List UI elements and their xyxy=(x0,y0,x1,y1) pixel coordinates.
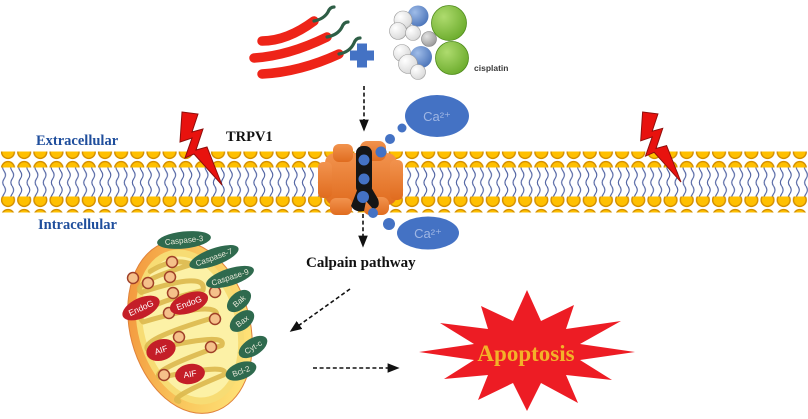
starburst-icon xyxy=(419,290,635,411)
protein-oval-endog-2: EndoG xyxy=(169,291,209,315)
calcium-extracellular-text: Ca²⁺ xyxy=(423,109,451,124)
trpv1-receptor-label: TRPV1 xyxy=(226,129,273,145)
cell-membrane xyxy=(0,151,808,213)
chili-peppers-icon xyxy=(249,5,362,79)
protein-oval-cytc: Cyt-c xyxy=(238,335,268,359)
arrow-calpain-to-mitochondria xyxy=(289,288,351,332)
protein-oval-caspase-3: Caspase-3 xyxy=(157,231,211,249)
extracellular-label: Extracellular xyxy=(36,133,119,149)
cisplatin-molecule-icon xyxy=(389,5,469,80)
channel-pore xyxy=(351,146,379,212)
protein-oval-bak: Bak xyxy=(226,289,252,313)
caspase-3-label: Caspase-3 xyxy=(164,234,204,247)
plus-icon xyxy=(350,43,374,68)
mitochondria: EndoG EndoG AIF AIF Caspase-3 Caspase-7 … xyxy=(122,231,268,414)
cisplatin-label: cisplatin xyxy=(474,63,508,73)
lipid-tails xyxy=(0,166,808,197)
calcium-intracellular-oval xyxy=(397,216,459,250)
aif-2-label: AIF xyxy=(183,368,198,380)
protein-oval-bax: Bax xyxy=(229,310,255,332)
lipid-heads-outer xyxy=(0,151,808,168)
apoptosis-label: Apoptosis xyxy=(477,341,574,366)
apoptosis-burst: Apoptosis xyxy=(419,290,635,411)
aif-1-label: AIF xyxy=(153,343,169,357)
calpain-pathway-label: Calpain pathway xyxy=(306,255,416,271)
lipid-heads-inner xyxy=(0,196,808,213)
calcium-ion-trail-extracellular xyxy=(375,123,407,158)
protein-oval-bcl2: Bcl-2 xyxy=(225,361,257,381)
intracellular-label: Intracellular xyxy=(38,217,117,233)
calcium-intracellular-text: Ca²⁺ xyxy=(414,226,442,241)
calcium-extracellular-oval xyxy=(405,95,469,137)
calcium-ion-trail-intracellular xyxy=(368,208,395,230)
protein-oval-aif-2: AIF xyxy=(175,363,205,385)
protein-oval-aif-1: AIF xyxy=(146,338,176,362)
protein-oval-endog-1: EndoG xyxy=(122,295,160,321)
